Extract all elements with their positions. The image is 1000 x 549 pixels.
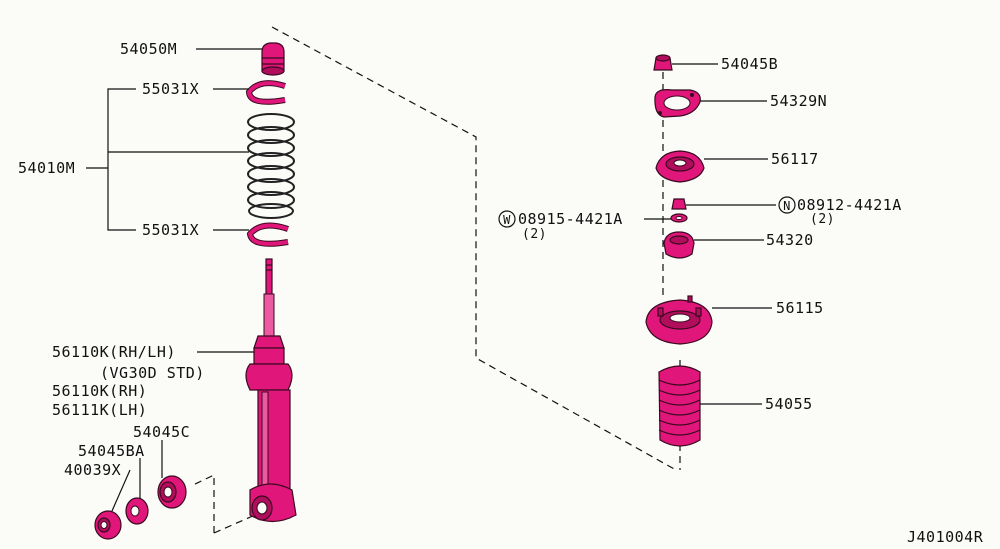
label-56110k-rh[interactable]: 56110K(RH) (52, 382, 147, 400)
label-54050m[interactable]: 54050M (120, 40, 177, 58)
label-56117[interactable]: 56117 (771, 150, 819, 168)
mount-insulator-56117-part[interactable] (655, 150, 705, 183)
mount-seat-56115-part[interactable] (645, 295, 713, 345)
coil-spring-part[interactable] (247, 113, 295, 219)
label-56110k-rh-lh[interactable]: 56110K(RH/LH) (52, 343, 176, 361)
label-08912-qty: (2) (810, 212, 835, 227)
label-54010m[interactable]: 54010M (18, 159, 75, 177)
leader-54010m-bracket (86, 88, 249, 231)
leader-40039x (111, 469, 131, 512)
bushing-54045ba-part[interactable] (125, 497, 149, 525)
label-08912-4421a[interactable]: 08912-4421A (797, 196, 902, 214)
label-54320[interactable]: 54320 (766, 231, 814, 249)
diagram-id: J401004R (907, 528, 984, 546)
label-vg30d-std: (VG30D STD) (100, 364, 205, 382)
label-08915-4421a[interactable]: 08915-4421A (518, 210, 623, 228)
spring-seat-lower-part[interactable] (246, 222, 289, 247)
label-55031x-lower[interactable]: 55031X (142, 221, 199, 239)
explode-line-left (271, 26, 677, 471)
label-08915-qty: (2) (522, 227, 547, 242)
dust-boot-54055-part[interactable] (658, 365, 701, 447)
bump-stopper-part[interactable] (261, 42, 285, 76)
spring-seat-upper-part[interactable] (245, 80, 286, 105)
label-55031x-upper[interactable]: 55031X (142, 80, 199, 98)
label-40039x[interactable]: 40039X (64, 461, 121, 479)
explode-line-bottom (192, 474, 256, 534)
washer-40039x-part[interactable] (94, 510, 122, 540)
washer-08915-part[interactable] (670, 213, 688, 223)
nut-54045b-part[interactable] (653, 54, 673, 71)
label-54045ba[interactable]: 54045BA (78, 442, 145, 460)
shock-absorber-part[interactable] (245, 258, 297, 523)
bushing-54320-part[interactable] (663, 231, 695, 259)
bushing-54045c-part[interactable] (157, 475, 187, 509)
label-56111k-lh[interactable]: 56111K(LH) (52, 401, 147, 419)
nut-n-badge-icon (778, 196, 796, 214)
label-54329n[interactable]: 54329N (770, 92, 827, 110)
label-56115[interactable]: 56115 (776, 299, 824, 317)
label-54055[interactable]: 54055 (765, 395, 813, 413)
label-54045b[interactable]: 54045B (721, 55, 778, 73)
nut-n-badge-letter: N (783, 199, 791, 213)
nut-08912-part[interactable] (671, 198, 687, 210)
plate-54329n-part[interactable] (654, 89, 701, 118)
washer-w-badge-icon (498, 210, 516, 228)
washer-w-badge-letter: W (503, 213, 511, 227)
label-54045c[interactable]: 54045C (133, 423, 190, 441)
